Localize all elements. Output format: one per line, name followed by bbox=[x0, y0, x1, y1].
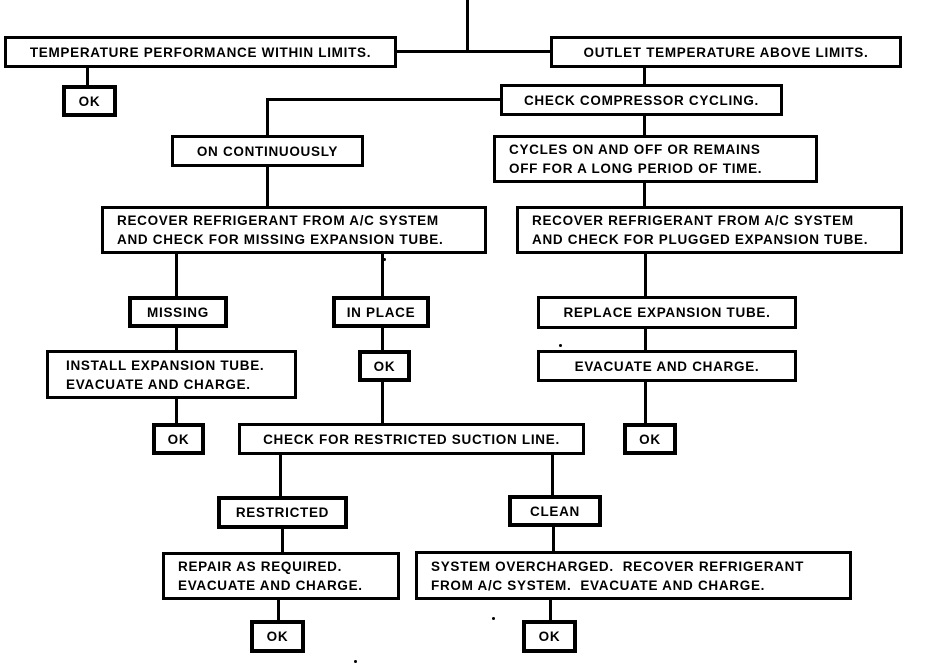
flow-box-missing: MISSING bbox=[128, 296, 228, 328]
flow-box-label: CHECK COMPRESSOR CYCLING. bbox=[523, 92, 760, 108]
connector-entry-split bbox=[395, 50, 552, 53]
flow-box-check-compressor-cycling: CHECK COMPRESSOR CYCLING. bbox=[500, 84, 783, 116]
flow-box-cycles-on-off: CYCLES ON AND OFF OR REMAINS OFF FOR A L… bbox=[493, 135, 818, 183]
connector-clean-overcharged bbox=[552, 526, 555, 552]
flow-box-evacuate-and-charge: EVACUATE AND CHARGE. bbox=[537, 350, 797, 382]
flow-box-label: RESTRICTED bbox=[235, 505, 330, 520]
scan-speck bbox=[383, 258, 386, 261]
scan-speck bbox=[559, 344, 562, 347]
connector-recovermissing-inplace bbox=[381, 253, 384, 297]
flow-box-label: OK bbox=[538, 629, 561, 644]
connector-repair-ok bbox=[277, 599, 280, 621]
flow-box-temperature-within-limits: TEMPERATURE PERFORMANCE WITHIN LIMITS. bbox=[4, 36, 397, 68]
flow-box-replace-expansion-tube: REPLACE EXPANSION TUBE. bbox=[537, 296, 797, 329]
connector-down-oncontinuously bbox=[266, 98, 269, 136]
flow-box-install-expansion-tube: INSTALL EXPANSION TUBE. EVACUATE AND CHA… bbox=[46, 350, 297, 399]
connector-install-ok bbox=[175, 398, 178, 424]
connector-cycles-recoverplugged bbox=[643, 182, 646, 207]
flow-box-label: IN PLACE bbox=[346, 304, 416, 320]
flow-box-label: OK bbox=[167, 431, 190, 447]
connector-tempwithin-ok bbox=[86, 67, 89, 86]
connector-evacuate-ok bbox=[644, 381, 647, 424]
connector-checkcycling-cycles bbox=[643, 115, 646, 136]
flow-box-ok-repair: OK bbox=[250, 620, 305, 653]
flow-box-ok-overcharged: OK bbox=[522, 620, 577, 653]
connector-entry-stem bbox=[466, 0, 469, 53]
flow-box-label: OK bbox=[373, 358, 396, 374]
flow-box-label: CLEAN bbox=[530, 503, 580, 519]
connector-oncont-recovermissing bbox=[266, 166, 269, 207]
flow-box-label: REPLACE EXPANSION TUBE. bbox=[563, 305, 771, 320]
flow-box-recover-plugged-tube: RECOVER REFRIGERANT FROM A/C SYSTEM AND … bbox=[516, 206, 903, 254]
flow-box-label: INSTALL EXPANSION TUBE. EVACUATE AND CHA… bbox=[66, 357, 265, 392]
flow-box-ok-temp: OK bbox=[62, 85, 117, 117]
flow-box-label: CHECK FOR RESTRICTED SUCTION LINE. bbox=[263, 431, 560, 447]
flow-box-system-overcharged: SYSTEM OVERCHARGED. RECOVER REFRIGERANT … bbox=[415, 551, 852, 600]
flow-box-clean: CLEAN bbox=[508, 495, 602, 527]
flow-box-restricted: RESTRICTED bbox=[217, 496, 348, 529]
flow-box-label: OK bbox=[266, 629, 289, 644]
connector-recovermissing-missing bbox=[175, 253, 178, 297]
flow-box-on-continuously: ON CONTINUOUSLY bbox=[171, 135, 364, 167]
connector-missing-install bbox=[175, 327, 178, 351]
flow-box-label: CYCLES ON AND OFF OR REMAINS OFF FOR A L… bbox=[509, 142, 763, 176]
flow-box-ok-in-place: OK bbox=[358, 350, 411, 382]
scan-speck bbox=[354, 660, 357, 663]
flow-box-label: REPAIR AS REQUIRED. EVACUATE AND CHARGE. bbox=[178, 559, 363, 593]
flow-box-check-restricted-suction-line: CHECK FOR RESTRICTED SUCTION LINE. bbox=[238, 423, 585, 455]
flow-box-recover-missing-tube: RECOVER REFRIGERANT FROM A/C SYSTEM AND … bbox=[101, 206, 487, 254]
flow-box-label: EVACUATE AND CHARGE. bbox=[574, 358, 760, 374]
flow-box-repair-as-required: REPAIR AS REQUIRED. EVACUATE AND CHARGE. bbox=[162, 552, 400, 600]
flow-box-label: OK bbox=[78, 93, 101, 109]
connector-recoverplugged-replace bbox=[644, 253, 647, 297]
flow-box-outlet-above-limits: OUTLET TEMPERATURE ABOVE LIMITS. bbox=[550, 36, 902, 68]
flow-box-in-place: IN PLACE bbox=[332, 296, 430, 328]
connector-checksuction-restricted bbox=[279, 454, 282, 497]
connector-checksuction-clean bbox=[551, 454, 554, 496]
connector-checkcycling-left bbox=[266, 98, 502, 101]
connector-replace-evacuate bbox=[644, 328, 647, 351]
flow-box-label: RECOVER REFRIGERANT FROM A/C SYSTEM AND … bbox=[532, 213, 869, 247]
connector-restricted-repair bbox=[281, 528, 284, 553]
connector-outlet-checkcycling bbox=[643, 67, 646, 85]
scan-speck bbox=[492, 617, 495, 620]
connector-ok-checksuction bbox=[381, 381, 384, 424]
flow-box-label: OK bbox=[639, 431, 661, 447]
flow-box-label: MISSING bbox=[147, 304, 209, 320]
connector-inplace-ok bbox=[381, 327, 384, 351]
flow-box-ok-evacuate: OK bbox=[623, 423, 677, 455]
flow-box-label: SYSTEM OVERCHARGED. RECOVER REFRIGERANT … bbox=[431, 558, 805, 593]
flow-box-label: RECOVER REFRIGERANT FROM A/C SYSTEM AND … bbox=[117, 213, 444, 247]
connector-overcharged-ok bbox=[549, 599, 552, 621]
flow-box-label: ON CONTINUOUSLY bbox=[196, 143, 339, 159]
flow-box-label: TEMPERATURE PERFORMANCE WITHIN LIMITS. bbox=[29, 44, 372, 60]
flow-box-ok-install: OK bbox=[152, 423, 205, 455]
flow-box-label: OUTLET TEMPERATURE ABOVE LIMITS. bbox=[583, 44, 869, 60]
